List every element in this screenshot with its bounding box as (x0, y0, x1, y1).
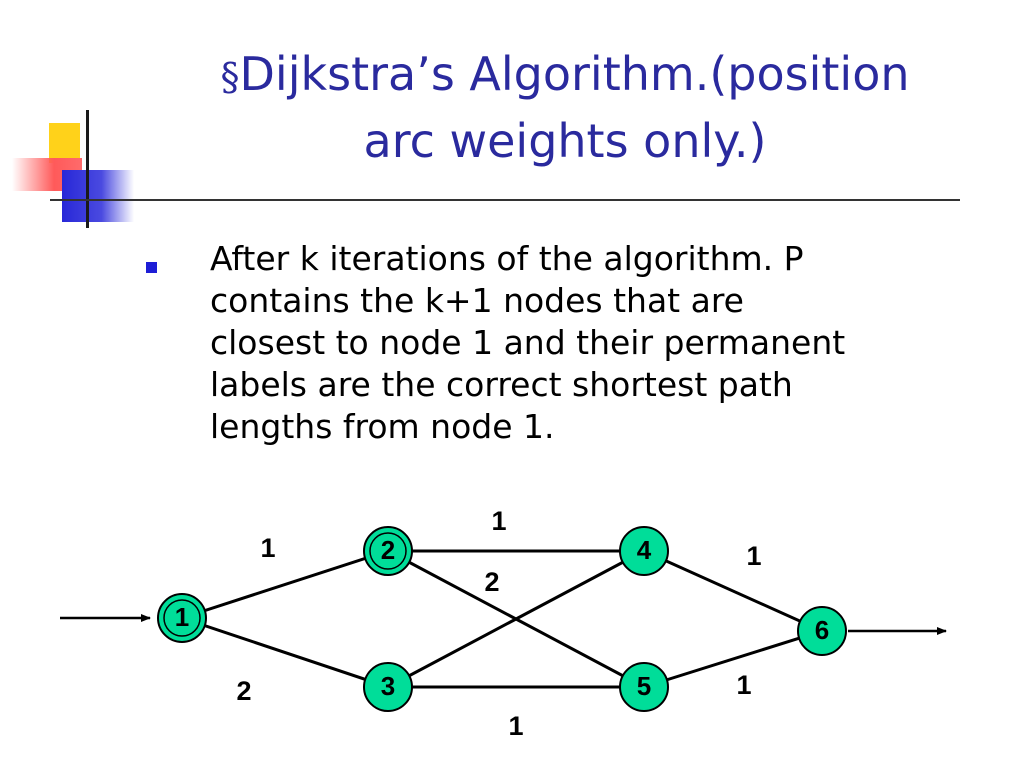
bullet-line: closest to node 1 and their permanent (210, 323, 846, 362)
edge-5-6 (643, 629, 823, 689)
bullet-line: After k iterations of the algorithm. P (210, 239, 804, 278)
title-line-1: §Dijkstra’s Algorithm.(position (130, 42, 1000, 109)
slide-title: §Dijkstra’s Algorithm.(position arc weig… (130, 42, 1000, 173)
node-label: 5 (637, 671, 651, 701)
node-label: 3 (381, 671, 395, 701)
title-text-1: Dijkstra’s Algorithm.(position (239, 47, 910, 101)
bullet-line: labels are the correct shortest path (210, 365, 793, 404)
node-circle (157, 593, 207, 643)
bullet-square-icon (146, 262, 157, 273)
node-1: 1 (157, 593, 207, 643)
edge-weight-label: 1 (746, 541, 761, 571)
edge-4-6 (643, 549, 823, 633)
decor-blue-bar (62, 170, 134, 222)
node-6: 6 (797, 606, 847, 656)
node-circle (619, 662, 669, 712)
edge-weight-label: 1 (260, 533, 275, 563)
node-label: 2 (381, 535, 395, 565)
node-4: 4 (619, 526, 669, 576)
bullet-line: lengths from node 1. (210, 407, 555, 446)
bullet-line: contains the k+1 nodes that are (210, 281, 744, 320)
edge-weight-label: 1 (736, 670, 751, 700)
edge-weight-label: 2 (236, 676, 251, 706)
node-label: 1 (175, 602, 189, 632)
edge-weight-label: 1 (508, 711, 523, 741)
node-3: 3 (363, 662, 413, 712)
edge-3-4 (387, 549, 645, 689)
node-label: 6 (815, 615, 829, 645)
decor-yellow-square (49, 123, 80, 163)
node-5: 5 (619, 662, 669, 712)
decor-vertical-line (86, 110, 89, 228)
edge-weight-label: 2 (484, 567, 499, 597)
node-circle (363, 662, 413, 712)
title-divider (50, 199, 960, 201)
node-circle (797, 606, 847, 656)
node-circle (619, 526, 669, 576)
bullet-text: After k iterations of the algorithm. P c… (210, 238, 1010, 448)
section-symbol: § (220, 55, 240, 99)
node-2: 2 (363, 526, 413, 576)
node-inner-ring (369, 532, 407, 570)
edge-weight-label: 1 (491, 506, 506, 536)
node-label: 4 (637, 535, 652, 565)
edge-1-2 (181, 549, 389, 620)
node-inner-ring (163, 599, 201, 637)
edge-1-3 (181, 616, 389, 689)
node-circle (363, 526, 413, 576)
title-line-2: arc weights only.) (363, 114, 767, 168)
